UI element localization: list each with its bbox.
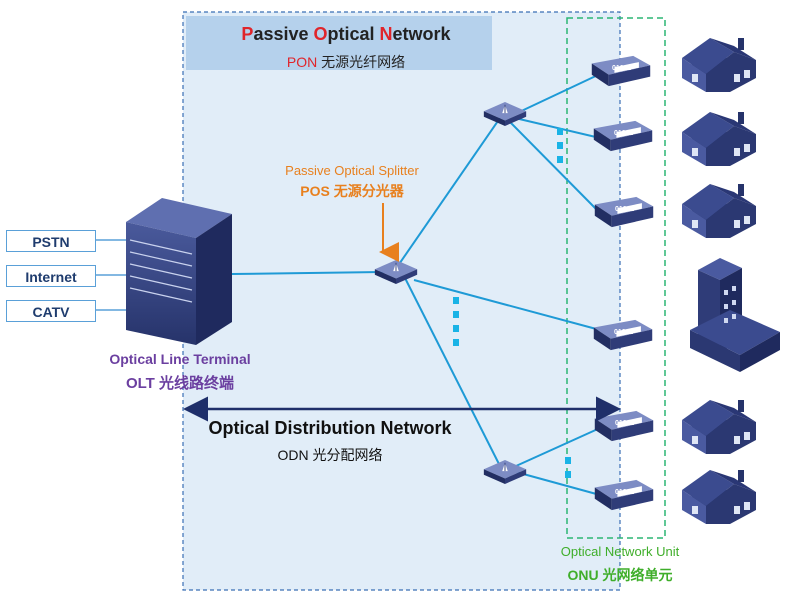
service-pstn: PSTN bbox=[6, 230, 96, 252]
olt-device bbox=[126, 198, 232, 345]
service-links bbox=[96, 239, 126, 311]
onu-bits-5: 01011 bbox=[615, 420, 634, 427]
house-icon bbox=[682, 38, 756, 92]
onu-tag-5: ONU bbox=[637, 436, 653, 443]
more-dots bbox=[453, 128, 571, 478]
house-icon bbox=[682, 470, 756, 524]
onu-tag-6: ONU bbox=[637, 505, 653, 512]
house-icon bbox=[682, 112, 756, 166]
olt-label-en: Optical Line Terminal bbox=[109, 351, 251, 367]
pon-area bbox=[182, 11, 621, 591]
splitter-label-zh: POS 无源分光器 bbox=[300, 183, 404, 199]
odn-label-en: Optical Distribution Network bbox=[208, 418, 452, 438]
service-catv: CATV bbox=[6, 300, 96, 322]
onu-tag-1: ONU bbox=[634, 81, 650, 88]
onu-tag-3: ONU bbox=[637, 222, 653, 229]
onu-tag-2: ONU bbox=[636, 146, 652, 153]
house-icon bbox=[682, 184, 756, 238]
service-internet: Internet bbox=[6, 265, 96, 287]
pon-title: Passive Optical Network bbox=[241, 24, 451, 44]
onu-bits-3: 01011 bbox=[615, 206, 634, 213]
office-building-icon bbox=[690, 258, 780, 372]
splitter-label-en: Passive Optical Splitter bbox=[285, 163, 419, 178]
onu-bits-1: 01011 bbox=[612, 65, 631, 72]
odn-label-zh: ODN 光分配网络 bbox=[277, 447, 383, 463]
onu-bits-2: 01011 bbox=[614, 130, 633, 137]
house-icon bbox=[682, 400, 756, 454]
onu-device-labels: 01011 01011 01011 01011 01011 01011 ONU … bbox=[612, 65, 653, 512]
pon-title-box bbox=[186, 16, 492, 70]
pon-subtitle: PON 无源光纤网络 bbox=[286, 54, 406, 70]
olt-label-zh: OLT 光线路终端 bbox=[125, 375, 235, 392]
onu-bits-6: 01011 bbox=[615, 489, 634, 496]
fiber-links bbox=[231, 73, 601, 496]
onu-area bbox=[566, 17, 666, 539]
onu-label-en: Optical Network Unit bbox=[560, 544, 680, 559]
onu-tag-4: ONU bbox=[636, 345, 652, 352]
onu-label-zh: ONU 光网络单元 bbox=[567, 567, 673, 583]
onu-bits-4: 01011 bbox=[614, 329, 633, 336]
